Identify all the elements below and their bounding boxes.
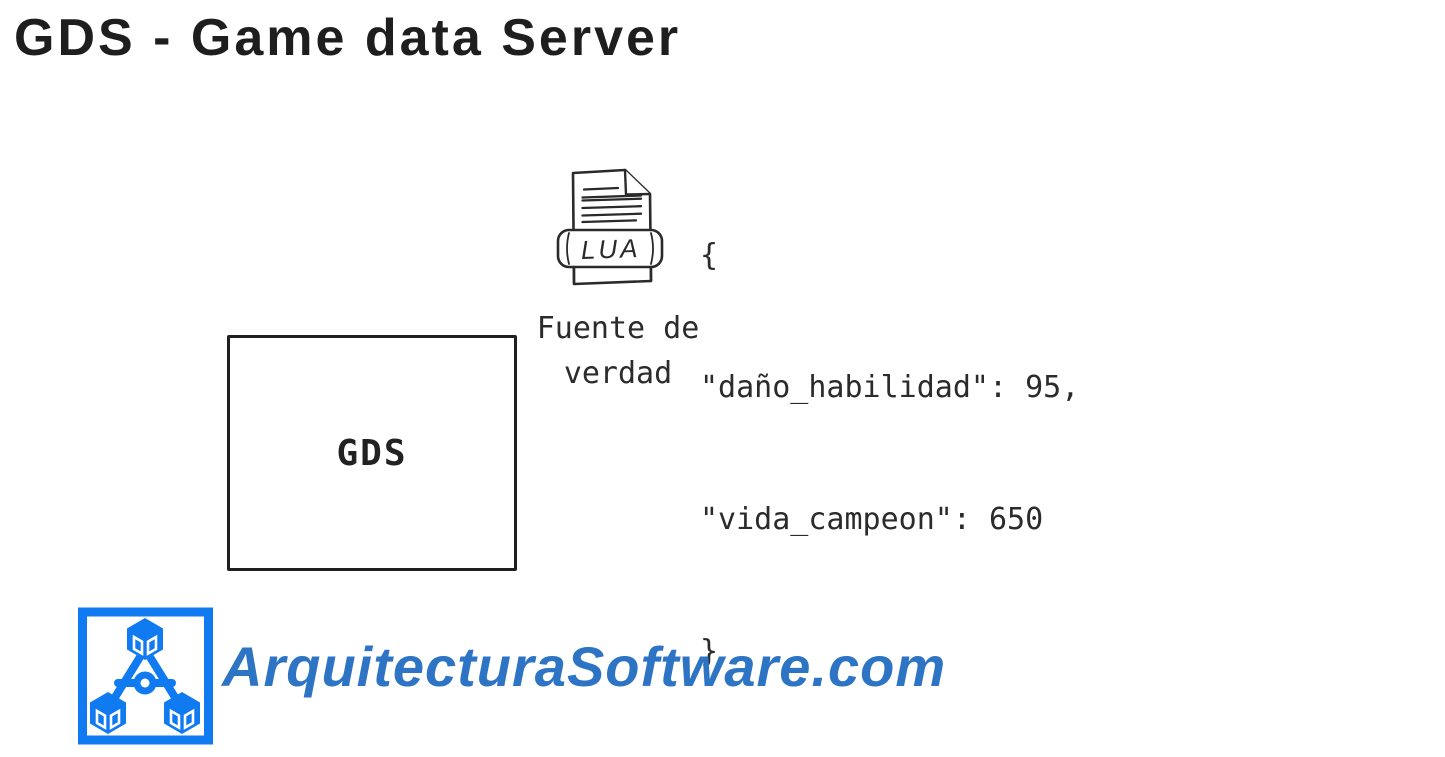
arquitectura-software-logo [78, 607, 213, 745]
code-line: "daño_habilidad": 95, [700, 370, 1080, 405]
code-line: } [700, 634, 719, 669]
code-line: { [700, 238, 719, 273]
logo-cube-bottom-right [164, 692, 200, 734]
document-fold-corner [623, 168, 652, 196]
code-snippet: { "daño_habilidad": 95, "vida_campeon": … [700, 146, 1079, 757]
gds-box: GDS [227, 335, 517, 571]
gds-box-label: GDS [336, 432, 408, 474]
source-of-truth-label: Fuente de verdad [520, 306, 716, 396]
lua-file-icon-drawing: LUA [556, 168, 664, 286]
source-label-line1: Fuente de [536, 311, 700, 346]
ribbon-left-crease [566, 232, 570, 265]
lua-file-icon: LUA [554, 163, 668, 293]
logo-frame [78, 607, 213, 745]
document-bottom-edges [572, 265, 653, 286]
ribbon-right-crease [650, 232, 654, 265]
logo-drawing [78, 607, 213, 745]
document-text-lines [581, 186, 643, 224]
lua-badge-label: LUA [580, 233, 641, 265]
source-label-line2: verdad [563, 356, 673, 391]
logo-cube-top [127, 618, 163, 660]
page-title: GDS - Game data Server [14, 9, 682, 67]
logo-cube-bottom-left [90, 692, 126, 734]
brand-text: ArquitecturaSoftware.com [222, 635, 947, 698]
logo-center-node-hole [140, 678, 150, 688]
code-line: "vida_campeon": 650 [700, 502, 1044, 537]
lua-badge-ribbon [556, 228, 664, 269]
